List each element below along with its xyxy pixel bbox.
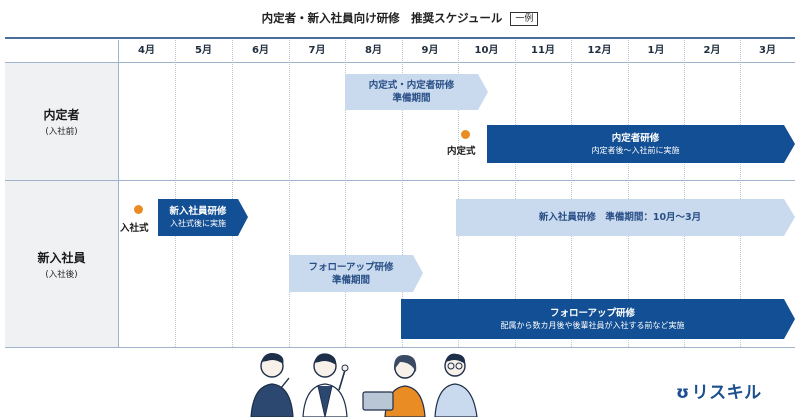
bar-followup-training-line2: 配属から数カ月後や後輩社員が入社する前など実施 xyxy=(500,320,685,330)
arrow-tip xyxy=(784,199,795,236)
example-badge: 一例 xyxy=(510,12,539,26)
bar-naitei-training-line1: 内定者研修 xyxy=(611,132,660,144)
bar-followup-prep: フォローアップ研修 準備期間 xyxy=(289,255,413,292)
gridline xyxy=(684,40,685,347)
arrow-tip xyxy=(784,299,795,339)
month-4: 4月 xyxy=(138,45,155,56)
bar-followup-training: フォローアップ研修 配属から数カ月後や後輩社員が入社する前など実施 xyxy=(401,299,784,339)
bar-naitei-prep: 内定式・内定者研修 準備期間 xyxy=(345,74,478,110)
bar-naitei-training-line2: 内定者後〜入社前に実施 xyxy=(591,145,680,155)
label-divider xyxy=(118,40,119,347)
bar-followup-prep-line1: フォローアップ研修 xyxy=(308,261,394,273)
nyushashiki-label: 入社式 xyxy=(120,223,149,234)
row-label-shinnyu: 新入社員 (入社後) xyxy=(5,181,118,347)
row-label-naiteisha: 内定者 (入社前) xyxy=(5,63,118,180)
person-1-figure xyxy=(250,353,294,417)
gridline xyxy=(571,40,572,347)
month-12: 12月 xyxy=(587,45,612,56)
people-illustration xyxy=(245,348,485,417)
bar-naitei-training: 内定者研修 内定者後〜入社前に実施 xyxy=(487,125,784,163)
row-label-naiteisha-title: 内定者 xyxy=(43,108,80,122)
riskill-logo-mark-icon: ʊ xyxy=(676,383,690,403)
row-label-shinnyu-sub: (入社後) xyxy=(45,269,78,280)
month-6: 6月 xyxy=(252,45,269,56)
riskill-logo-text: リスキル xyxy=(691,383,762,403)
row-label-naiteisha-sub: (入社前) xyxy=(45,127,78,137)
schedule-title: 内定者・新入社員向け研修 推奨スケジュール xyxy=(261,11,503,25)
bar-shinnyu-training: 新入社員研修 入社式後に実施 xyxy=(158,199,238,236)
arrow-tip xyxy=(238,199,248,236)
gridline xyxy=(232,40,233,347)
month-1: 1月 xyxy=(647,45,665,56)
naiteishiki-dot xyxy=(461,130,470,139)
bar-shinnyu-prep-line1: 新入社員研修 準備期間：10月〜3月 xyxy=(538,212,702,223)
month-2: 2月 xyxy=(703,45,721,56)
bar-shinnyu-prep: 新入社員研修 準備期間：10月〜3月 xyxy=(456,199,784,236)
row-label-shinnyu-title: 新入社員 xyxy=(37,250,86,265)
schedule-title-row: 内定者・新入社員向け研修 推奨スケジュール 一例 xyxy=(0,10,800,30)
person-3-figure xyxy=(362,354,426,417)
arrow-tip xyxy=(784,125,795,163)
gridline xyxy=(345,40,346,347)
bar-naitei-prep-line2: 準備期間 xyxy=(392,93,431,104)
gridline xyxy=(515,40,516,347)
month-8: 8月 xyxy=(365,45,382,56)
gridline xyxy=(628,40,629,347)
gridline xyxy=(458,40,459,347)
arrow-tip xyxy=(413,255,423,292)
bar-shinnyu-training-line2: 入社式後に実施 xyxy=(170,219,226,228)
naiteishiki-label: 内定式 xyxy=(447,146,476,157)
person-2-figure xyxy=(302,353,349,417)
month-5: 5月 xyxy=(195,45,212,56)
table-bottom-border xyxy=(5,347,795,348)
gridline xyxy=(175,40,176,347)
people-illustration-svg xyxy=(250,353,478,417)
gridline xyxy=(289,40,290,347)
bar-shinnyu-training-line1: 新入社員研修 xyxy=(169,206,227,217)
month-3: 3月 xyxy=(759,45,776,56)
person-4-figure xyxy=(434,353,478,417)
row-separator xyxy=(5,180,795,181)
month-10: 10月 xyxy=(474,45,499,56)
month-7: 7月 xyxy=(308,45,326,56)
month-9: 9月 xyxy=(421,45,439,56)
month-header: 4月 5月 6月 7月 8月 9月 10月 11月 12月 1月 2月 3月 xyxy=(5,37,795,63)
bar-followup-training-line1: フォローアップ研修 xyxy=(549,307,636,319)
gridline xyxy=(740,40,741,347)
month-11: 11月 xyxy=(531,45,555,56)
bar-followup-prep-line2: 準備期間 xyxy=(331,274,370,286)
arrow-tip xyxy=(478,74,488,110)
gridline xyxy=(402,40,403,347)
nyushashiki-dot xyxy=(134,205,143,214)
bar-naitei-prep-line1: 内定式・内定者研修 xyxy=(368,80,455,91)
